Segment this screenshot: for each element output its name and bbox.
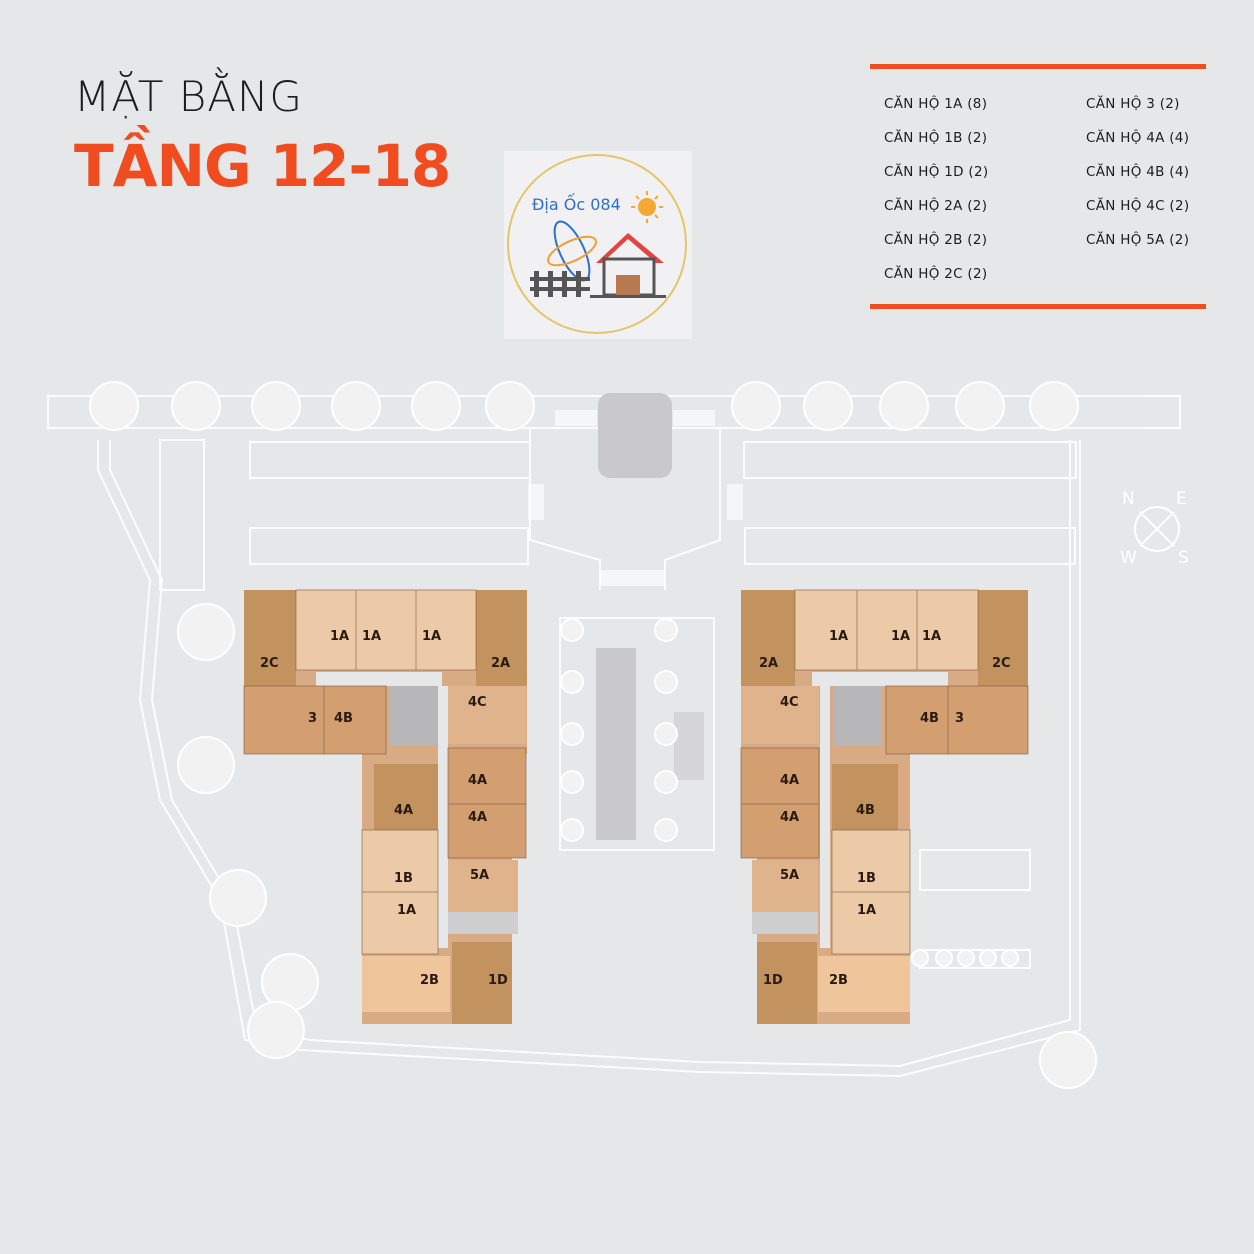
trees [89, 381, 1097, 1089]
unit-label-right-4a-a: 4A [780, 773, 799, 788]
legend-item: CĂN HỘ 4C (2) [1086, 198, 1190, 214]
unit-legend: CĂN HỘ 1A (8) CĂN HỘ 1B (2) CĂN HỘ 1D (2… [870, 64, 1206, 310]
plan-title-line2: TẦNG 12-18 [74, 132, 451, 200]
drop-off-island [598, 393, 672, 478]
building-right [740, 589, 1029, 1024]
house-icon [530, 191, 666, 298]
unit-label-left-4a-b: 4A [394, 803, 413, 818]
unit-label-left-4b: 4B [334, 711, 353, 726]
unit-label-left-1a-c: 1A [422, 629, 441, 644]
unit-label-right-4c: 4C [780, 695, 799, 710]
unit-label-right-1a-c: 1A [922, 629, 941, 644]
unit-label-right-2a: 2A [759, 656, 778, 671]
legend-item: CĂN HỘ 3 (2) [1086, 96, 1180, 112]
unit-label-left-1a-b: 1A [362, 629, 381, 644]
legend-item: CĂN HỘ 4B (4) [1086, 164, 1190, 180]
pool [596, 648, 636, 840]
legend-item: CĂN HỘ 1B (2) [884, 130, 988, 146]
compass-n: N [1122, 489, 1135, 509]
logo-text: Địa Ốc 084 [532, 195, 621, 214]
unit-label-left-5a: 5A [470, 868, 489, 883]
unit-label-right-2b: 2B [829, 973, 848, 988]
unit-label-left-3: 3 [308, 711, 317, 726]
logo-ring [507, 154, 687, 334]
unit-label-right-1a-b: 1A [891, 629, 910, 644]
legend-top-rule [870, 64, 1206, 69]
legend-item: CĂN HỘ 4A (4) [1086, 130, 1190, 146]
plan-title-line1: MẶT BẰNG [74, 72, 303, 121]
crosswalks [528, 410, 743, 586]
unit-label-right-2c: 2C [992, 656, 1011, 671]
unit-label-left-1b: 1B [394, 871, 413, 886]
unit-label-left-4a-c: 4A [468, 810, 487, 825]
legend-item: CĂN HỘ 2A (2) [884, 198, 988, 214]
unit-label-left-2b: 2B [420, 973, 439, 988]
legend-column-right: CĂN HỘ 3 (2) CĂN HỘ 4A (4) CĂN HỘ 4B (4)… [1086, 94, 1189, 264]
legend-item: CĂN HỘ 5A (2) [1086, 232, 1190, 248]
unit-label-left-4c: 4C [468, 695, 487, 710]
legend-item: CĂN HỘ 2C (2) [884, 266, 988, 282]
legend-bottom-rule [870, 304, 1206, 309]
unit-label-right-1a-a: 1A [829, 629, 848, 644]
pool-deck [674, 712, 704, 780]
legend-item: CĂN HỘ 1D (2) [884, 164, 989, 180]
unit-label-left-1a-a: 1A [330, 629, 349, 644]
legend-column-left: CĂN HỘ 1A (8) CĂN HỘ 1B (2) CĂN HỘ 1D (2… [884, 94, 988, 298]
unit-label-right-5a: 5A [780, 868, 799, 883]
unit-label-left-4a-a: 4A [468, 773, 487, 788]
compass-rose: N E W S [1120, 488, 1194, 568]
unit-label-right-1d: 1D [763, 973, 783, 988]
compass-e: E [1176, 489, 1187, 509]
compass-icon [1134, 506, 1180, 552]
compass-w: W [1120, 548, 1137, 568]
watermark-logo: Địa Ốc 084 [504, 151, 692, 339]
unit-label-right-3: 3 [955, 711, 964, 726]
unit-label-right-4b-b: 4B [856, 803, 875, 818]
unit-label-left-1a-d: 1A [397, 903, 416, 918]
unit-label-right-4a-b: 4A [780, 810, 799, 825]
compass-s: S [1178, 548, 1189, 568]
unit-label-right-1b: 1B [857, 871, 876, 886]
unit-label-right-1a-d: 1A [857, 903, 876, 918]
unit-label-left-2a: 2A [491, 656, 510, 671]
legend-item: CĂN HỘ 1A (8) [884, 96, 988, 112]
unit-label-left-2c: 2C [260, 656, 279, 671]
building-left [243, 589, 527, 1024]
unit-label-left-1d: 1D [488, 973, 508, 988]
legend-item: CĂN HỘ 2B (2) [884, 232, 988, 248]
unit-label-right-4b-a: 4B [920, 711, 939, 726]
